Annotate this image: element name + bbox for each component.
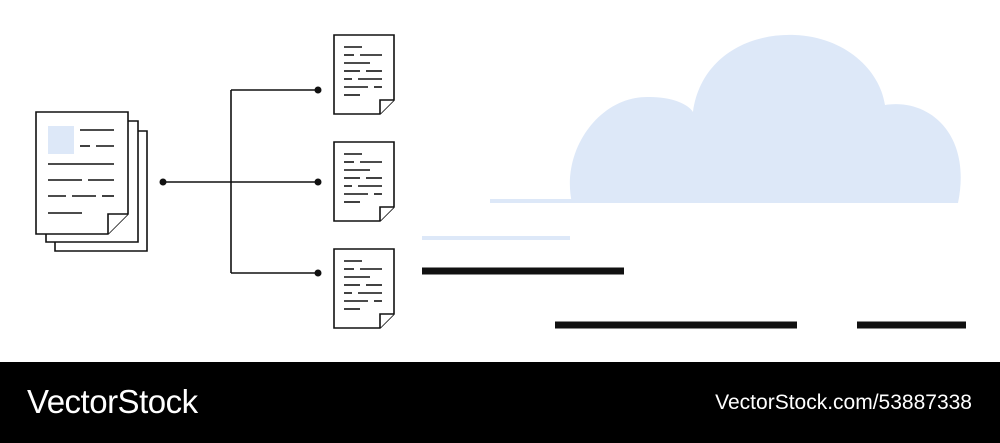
- cloud-shape: [569, 34, 961, 203]
- document-icon: [333, 34, 395, 115]
- document-icon: [333, 141, 395, 222]
- footer-image-id: VectorStock.com/53887338: [715, 391, 972, 414]
- footer-logo: VectorStock: [27, 383, 198, 420]
- document-distribution-illustration: [35, 34, 966, 329]
- footer-bar: VectorStock VectorStock.com/53887338: [0, 362, 1000, 443]
- connector-lines: [163, 89, 318, 274]
- document-stack-icon: [35, 111, 148, 252]
- connector-dots: [159, 86, 322, 277]
- document-icon: [333, 248, 395, 329]
